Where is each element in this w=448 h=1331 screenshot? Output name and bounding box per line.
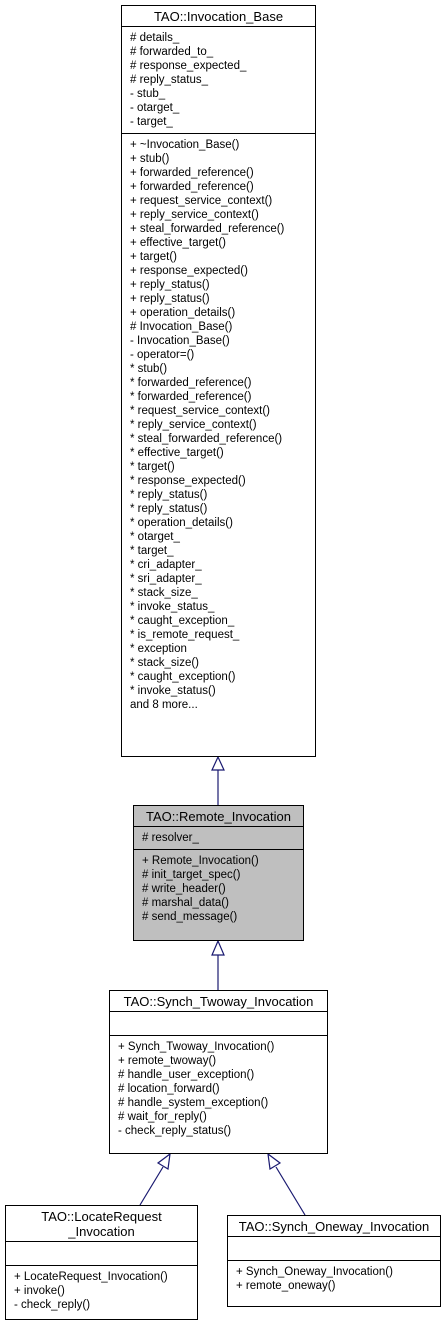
member-row: + reply_status()	[130, 293, 210, 305]
class-title: TAO::Synch_Twoway_Invocation	[110, 991, 327, 1012]
member-row: - target_	[130, 116, 173, 128]
member-row: # location_forward()	[118, 1083, 220, 1095]
member-row: * is_remote_request_	[130, 629, 240, 641]
member-row: * effective_target()	[130, 447, 224, 459]
member-row: * cri_adapter_	[130, 559, 202, 571]
operations-section: + Remote_Invocation() # init_target_spec(…	[134, 850, 303, 928]
member-row: * otarget_	[130, 531, 180, 543]
arrow-twoway-left	[156, 1152, 171, 1170]
member-row: + invoke()	[14, 1285, 65, 1297]
operations-section: + Synch_Twoway_Invocation() + remote_twow…	[110, 1036, 327, 1142]
member-row: * stub()	[130, 363, 168, 375]
member-row: * steal_forwarded_reference()	[130, 433, 283, 445]
member-row: # write_header()	[142, 883, 226, 895]
member-row: # marshal_data()	[142, 897, 229, 909]
arrow-base	[211, 755, 225, 771]
member-row: and 8 more...	[130, 699, 198, 711]
member-row: - stub_	[130, 88, 166, 100]
member-row: + Remote_Invocation()	[142, 855, 259, 867]
member-row: + ~Invocation_Base()	[130, 139, 240, 151]
member-row: + response_expected()	[130, 265, 248, 277]
member-row: + LocateRequest_Invocation()	[14, 1271, 168, 1283]
attributes-section	[110, 1012, 327, 1036]
member-row: * forwarded_reference()	[130, 391, 252, 403]
member-row: + steal_forwarded_reference()	[130, 223, 285, 235]
member-row: * stack_size()	[130, 657, 200, 669]
member-row: # resolver_	[142, 832, 199, 844]
operations-section: + Synch_Oneway_Invocation() + remote_onew…	[228, 1261, 440, 1297]
operations-section: + ~Invocation_Base() + stub() + forwarded_…	[122, 134, 315, 716]
member-row: - Invocation_Base()	[130, 335, 230, 347]
member-row: * caught_exception()	[130, 671, 236, 683]
member-row: + Synch_Oneway_Invocation()	[236, 1266, 393, 1278]
class-remote-invocation[interactable]: TAO::Remote_Invocation # resolver_ + Rem…	[133, 805, 304, 941]
member-row: # Invocation_Base()	[130, 321, 233, 333]
member-row: + stub()	[130, 153, 170, 165]
attributes-section	[228, 1237, 440, 1261]
member-row: - otarget_	[130, 102, 180, 114]
member-row: # handle_system_exception()	[118, 1097, 269, 1109]
edge-locate-to-twoway	[139, 1166, 164, 1206]
attributes-section	[6, 1242, 197, 1266]
member-row: * caught_exception_	[130, 615, 235, 627]
member-row: - check_reply()	[14, 1299, 91, 1311]
member-row: # init_target_spec()	[142, 869, 241, 881]
member-row: # wait_for_reply()	[118, 1111, 207, 1123]
member-row: * reply_status()	[130, 503, 208, 515]
class-synch-twoway-invocation[interactable]: TAO::Synch_Twoway_Invocation + Synch_Two…	[109, 990, 328, 1154]
member-row: * request_service_context()	[130, 405, 270, 417]
class-title: TAO::Invocation_Base	[122, 6, 315, 27]
member-row: # response_expected_	[130, 60, 247, 72]
member-row: * reply_status()	[130, 489, 208, 501]
member-row: * target()	[130, 461, 175, 473]
class-invocation-base[interactable]: TAO::Invocation_Base # details_# forward…	[121, 5, 316, 757]
member-row: + operation_details()	[130, 307, 236, 319]
class-locate-request-invocation[interactable]: TAO::LocateRequest _Invocation + LocateR…	[5, 1205, 198, 1320]
member-row: * stack_size_	[130, 587, 198, 599]
member-row: # handle_user_exception()	[118, 1069, 255, 1081]
member-row: + forwarded_reference()	[130, 167, 254, 179]
arrow-remote	[211, 939, 225, 956]
member-row: + request_service_context()	[130, 195, 273, 207]
member-row: - check_reply_status()	[118, 1125, 232, 1137]
attributes-section: # details_ # forwarded_to_ # response_expe…	[122, 27, 315, 134]
member-row: * target_	[130, 545, 174, 557]
class-synch-oneway-invocation[interactable]: TAO::Synch_Oneway_Invocation + Synch_One…	[227, 1215, 441, 1307]
class-title: TAO::Remote_Invocation	[134, 806, 303, 827]
member-row: * reply_service_context()	[130, 419, 257, 431]
member-row: # send_message()	[142, 911, 238, 923]
member-row: * response_expected()	[130, 475, 246, 487]
member-row: - operator=()	[130, 349, 195, 361]
operations-section: + LocateRequest_Invocation() + invoke() - …	[6, 1266, 197, 1316]
member-row: + target()	[130, 251, 177, 263]
member-row: + remote_oneway()	[236, 1280, 336, 1292]
edge-oneway-to-twoway	[275, 1166, 306, 1216]
member-row: * operation_details()	[130, 517, 233, 529]
member-row: # reply_status_	[130, 74, 208, 86]
member-row: * exception	[130, 643, 187, 655]
member-row: + effective_target()	[130, 237, 226, 249]
class-title: TAO::LocateRequest _Invocation	[6, 1206, 197, 1242]
member-row: * sri_adapter_	[130, 573, 202, 585]
member-row: * invoke_status()	[130, 685, 216, 697]
member-row: + reply_service_context()	[130, 209, 259, 221]
arrow-twoway-right	[267, 1152, 282, 1170]
member-row: * invoke_status_	[130, 601, 215, 613]
member-row: + reply_status()	[130, 279, 210, 291]
member-row: # details_	[130, 32, 180, 44]
member-row: + Synch_Twoway_Invocation()	[118, 1041, 275, 1053]
member-row: * forwarded_reference()	[130, 377, 252, 389]
attributes-section: # resolver_	[134, 827, 303, 850]
class-title: TAO::Synch_Oneway_Invocation	[228, 1216, 440, 1237]
member-row: + remote_twoway()	[118, 1055, 217, 1067]
member-row: # forwarded_to_	[130, 46, 214, 58]
member-row: + forwarded_reference()	[130, 181, 254, 193]
